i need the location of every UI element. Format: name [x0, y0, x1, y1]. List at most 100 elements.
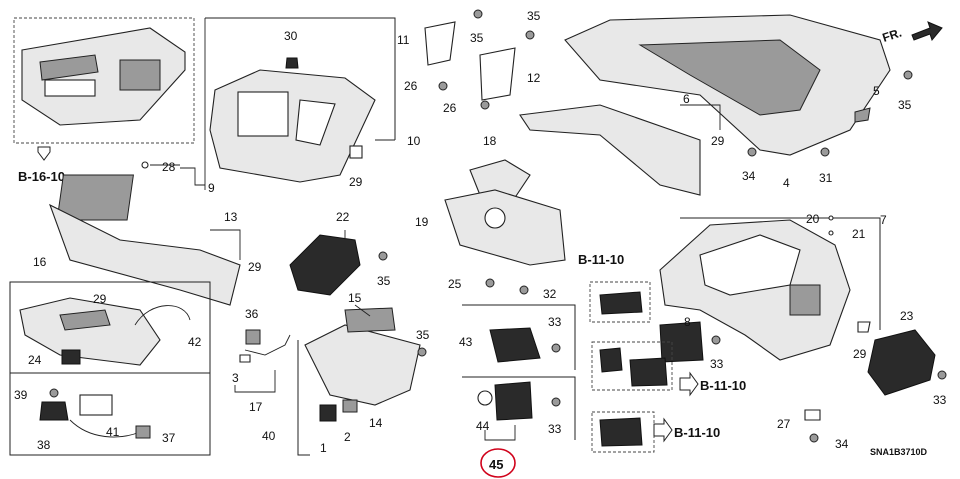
- diagram-code: SNA1B3710D: [870, 447, 928, 457]
- glovebox-damper: [134, 305, 191, 326]
- callout-8: 8: [684, 315, 691, 329]
- callout-15: 15: [348, 291, 362, 305]
- glovebox-lid: [19, 297, 161, 366]
- callout-13: 13: [224, 210, 238, 224]
- callout-25: 25: [448, 277, 462, 291]
- callout-11: 11: [397, 33, 410, 47]
- callout-17: 17: [249, 400, 263, 414]
- clip-28-icon: [141, 161, 149, 169]
- upper-dash-group: FR.: [519, 14, 943, 196]
- leader-13: [210, 229, 241, 260]
- bezel-frame: [205, 17, 396, 140]
- callout-22: 22: [336, 210, 350, 224]
- part-38-switch: [39, 401, 69, 421]
- screw-35b-icon: [417, 347, 427, 357]
- callout-4: 4: [783, 176, 790, 190]
- ref-b11-mid-box: [591, 341, 673, 391]
- callout-29: 29: [248, 260, 262, 274]
- center-bezel-group: [204, 17, 396, 190]
- callout-7: 7: [880, 213, 887, 227]
- column-hole: [484, 207, 506, 229]
- clip-27-icon: [804, 409, 821, 421]
- audio-panel-dashed-box: [13, 17, 195, 144]
- lower-column-cover-19: [444, 189, 566, 266]
- callout-33: 33: [933, 393, 947, 407]
- ref-arrow-icon: [37, 146, 51, 161]
- audio-slot: [39, 54, 99, 81]
- screw-25-icon: [485, 278, 495, 288]
- callout-19: 19: [415, 215, 429, 229]
- callout-6: 6: [683, 92, 690, 106]
- callout-29: 29: [853, 347, 867, 361]
- ref-b11-top-box: [589, 281, 651, 323]
- audio-buttons: [44, 79, 96, 97]
- bolt-35b-icon: [525, 30, 535, 40]
- bolt-35a-icon: [473, 9, 483, 19]
- leader-15: [354, 304, 371, 317]
- callout-9: 9: [208, 181, 215, 195]
- leader-45: [484, 425, 516, 441]
- tray-15: [344, 307, 396, 333]
- callout-35: 35: [470, 31, 484, 45]
- callout-34: 34: [742, 169, 756, 183]
- center-bezel: [209, 69, 376, 183]
- switch-group-45: [462, 304, 576, 478]
- front-label: FR.: [881, 26, 904, 45]
- bolt-35c-icon: [903, 70, 913, 80]
- callout-33: 33: [548, 315, 562, 329]
- callout-27: 27: [777, 417, 791, 431]
- callout-30: 30: [284, 29, 298, 43]
- screw-33c-icon: [711, 335, 721, 345]
- ref-b16-label: B-16-10: [18, 169, 65, 184]
- callout-32: 32: [543, 287, 557, 301]
- screw-33a-icon: [551, 343, 561, 353]
- audio-display: [119, 59, 161, 91]
- leader-9: [180, 167, 205, 186]
- garnish-6: [519, 104, 701, 196]
- switch-8: [659, 321, 704, 363]
- switch-1-icon: [319, 404, 337, 422]
- callout-35: 35: [416, 328, 430, 342]
- bracket-12: [479, 47, 516, 101]
- callout-35: 35: [898, 98, 912, 112]
- callout-29: 29: [711, 134, 725, 148]
- callout-33: 33: [548, 422, 562, 436]
- audio-panel-group: [13, 17, 195, 144]
- audio-panel: [21, 27, 186, 126]
- bolt-26a-icon: [438, 81, 448, 91]
- group43-frame: [462, 304, 576, 370]
- lower-panel-13: [49, 203, 241, 306]
- bolt-34a-icon: [747, 147, 757, 157]
- callout-35: 35: [377, 274, 391, 288]
- ref-b11-bot-switch: [599, 417, 643, 447]
- part-44-ring: [477, 390, 493, 406]
- ref-b11-mid-arrow-icon: [679, 371, 699, 397]
- callout-29: 29: [93, 292, 107, 306]
- ref-b11-group: B-11-10 B-11-10 B-11-10: [578, 252, 746, 453]
- callout-23: 23: [900, 309, 914, 323]
- connector-3-icon: [239, 354, 251, 363]
- socket-2-icon: [342, 399, 358, 413]
- leader-6: [680, 104, 721, 130]
- callout-41: 41: [106, 425, 120, 439]
- callout-28: 28: [162, 160, 176, 174]
- part-36-icon: [245, 329, 261, 345]
- bracket-group: [424, 9, 535, 110]
- group44-frame: [462, 376, 576, 440]
- bezel-vent-opening: [295, 99, 336, 146]
- callout-45: 45: [489, 457, 503, 472]
- bolt-34b-icon: [809, 433, 819, 443]
- screw-35-icon: [378, 251, 388, 261]
- callout-44: 44: [476, 419, 490, 433]
- part-41-pad: [79, 394, 113, 416]
- lower-left-panel-group: [49, 161, 241, 306]
- part-45-highlight: [480, 448, 516, 478]
- callout-14: 14: [369, 416, 383, 430]
- ref-b16-group: B-16-10: [18, 146, 65, 184]
- callout-26: 26: [404, 79, 418, 93]
- group16-frame: [9, 281, 211, 456]
- ref-b11-mid-switch-b: [629, 357, 668, 387]
- upper-dash-cavity: [638, 39, 821, 116]
- clip-29b-icon: [857, 321, 871, 333]
